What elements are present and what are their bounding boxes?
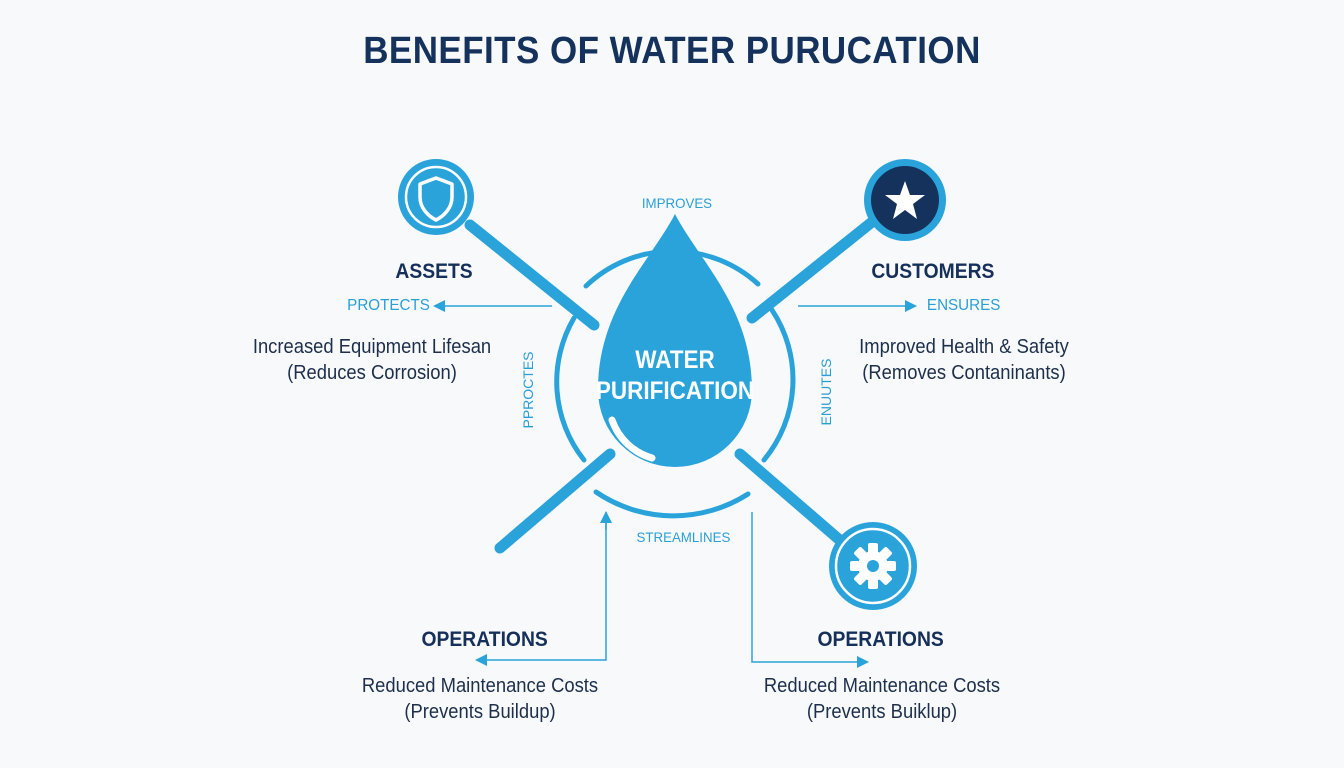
arm-operations-right	[734, 448, 848, 548]
water-drop-icon	[598, 214, 752, 467]
center-label-line1: WATER	[635, 346, 715, 374]
operations-right-heading: OPERATIONS	[817, 628, 944, 651]
assets-icon-badge	[398, 159, 474, 235]
customers-verb: ENSURES	[926, 297, 1001, 314]
assets-heading: ASSETS	[395, 260, 473, 283]
operations-icon-badge	[829, 522, 917, 610]
operations-right-description: Reduced Maintenance Costs (Prevents Buik…	[744, 673, 1020, 725]
center-label: WATER PURIFICATION	[576, 345, 774, 407]
assets-desc-line2: (Reduces Corrosion)	[287, 362, 457, 384]
ring-bottom-arc	[593, 489, 751, 519]
operations-right-desc-line1: Reduced Maintenance Costs	[763, 675, 1001, 697]
improves-label: IMPROVES	[641, 195, 713, 211]
shield-icon	[418, 176, 454, 222]
customers-desc-line1: Improved Health & Safety	[859, 336, 1069, 358]
operations-left-arrow	[475, 512, 607, 666]
arm-assets	[464, 219, 600, 331]
assets-desc-line1: Increased Equipment Lifesan	[252, 336, 492, 358]
operations-left-desc-line2: (Prevents Buildup)	[404, 701, 556, 723]
arm-customers	[746, 216, 878, 324]
customers-description: Improved Health & Safety (Removes Contan…	[843, 334, 1086, 386]
ring-right-arc	[761, 307, 796, 463]
operations-right-arrow	[751, 512, 869, 668]
ring-left-arc	[554, 315, 587, 463]
center-label-line2: PURIFICATION	[595, 377, 755, 405]
customers-icon-badge	[864, 159, 946, 241]
star-icon	[885, 181, 925, 219]
page-title: BENEFITS OF WATER PURUCATION	[363, 30, 981, 72]
assets-description: Increased Equipment Lifesan (Reduces Cor…	[243, 334, 501, 386]
operations-left-description: Reduced Maintenance Costs (Prevents Buil…	[342, 673, 618, 725]
assets-verb: PROTECTS	[347, 297, 430, 314]
customers-desc-line2: (Removes Contaninants)	[862, 362, 1066, 384]
operations-left-heading: OPERATIONS	[421, 628, 548, 651]
customers-heading: CUSTOMERS	[871, 260, 995, 283]
arm-operations-left	[494, 448, 616, 554]
left-vertical-label: PPROCTES	[520, 351, 536, 429]
streamlines-label: STREAMLINES	[636, 529, 731, 545]
operations-right-desc-line2: (Prevents Buiklup)	[806, 701, 958, 723]
drop-highlight	[608, 416, 656, 462]
gear-icon	[850, 543, 896, 589]
operations-left-desc-line1: Reduced Maintenance Costs	[361, 675, 599, 697]
right-vertical-label: ENUUTES	[818, 358, 834, 426]
